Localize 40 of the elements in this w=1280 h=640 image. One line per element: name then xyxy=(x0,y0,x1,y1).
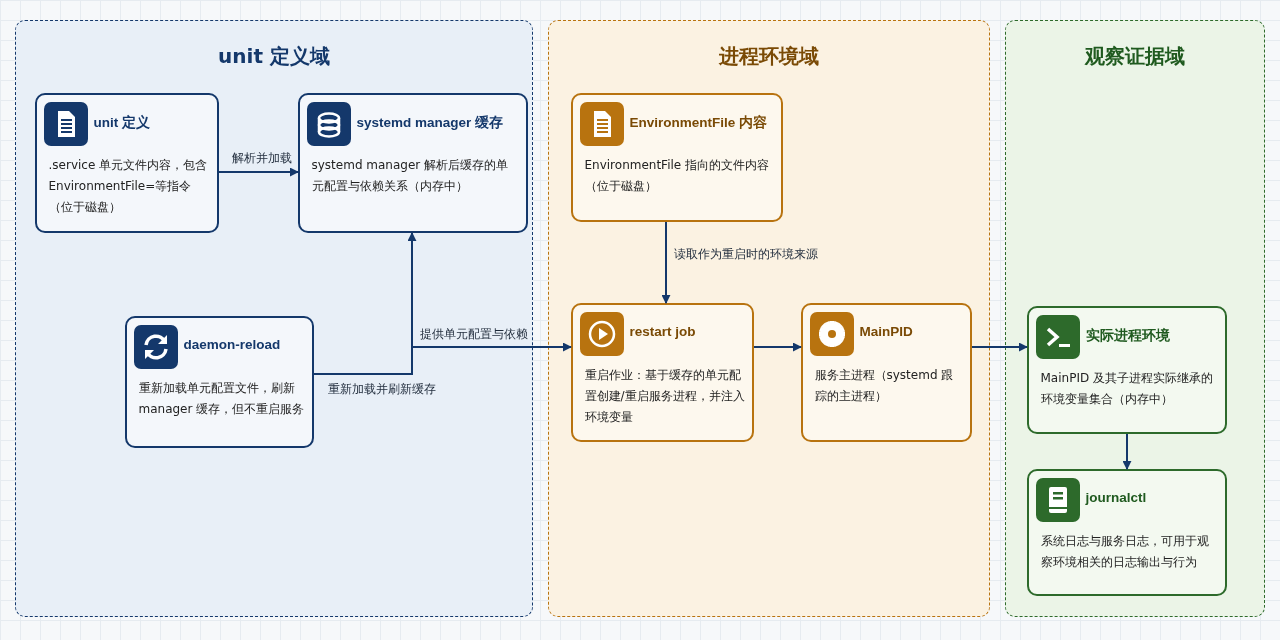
edge-label: 提供单元配置与依赖 xyxy=(418,326,530,343)
card-title: 实际进程环境 xyxy=(1085,326,1170,345)
card-title: EnvironmentFile 内容 xyxy=(629,113,768,132)
process-card xyxy=(570,302,754,442)
domain-title: unit 定义域 xyxy=(218,43,330,70)
card-description: 系统日志与服务日志，可用于观察环境相关的日志输出与行为 xyxy=(1040,532,1210,571)
process-card xyxy=(800,302,972,442)
card-title: unit 定义 xyxy=(93,113,150,132)
arrow xyxy=(218,167,299,177)
card-description: MainPID 及其子进程实际继承的环境变量集合（内存中） xyxy=(1040,369,1214,408)
card-title: MainPID xyxy=(859,323,913,339)
domain-panel xyxy=(548,20,990,617)
edge-label: 解析并加载 xyxy=(230,150,294,167)
card-description: .service 单元文件内容，包含 EnvironmentFile=等指令（位于磁盘） xyxy=(48,156,209,216)
domain-title: 观察证据域 xyxy=(1085,43,1185,70)
card-description: 重新加载单元配置文件，刷新 manager 缓存，但不重启服务 xyxy=(138,379,306,418)
card-title: daemon-reload xyxy=(183,336,281,352)
domain-title: 进程环境域 xyxy=(719,43,819,70)
process-card xyxy=(124,315,314,448)
process-card xyxy=(1026,305,1227,434)
process-card xyxy=(1026,468,1227,596)
card-title: journalctl xyxy=(1085,489,1147,505)
card-description: 服务主进程（systemd 跟踪的主进程） xyxy=(814,366,955,405)
edge-label: 读取作为重启时的环境来源 xyxy=(672,246,820,263)
arrow xyxy=(313,232,417,375)
process-card xyxy=(34,92,219,233)
domain-panel xyxy=(1005,20,1265,617)
domain-panel xyxy=(15,20,533,617)
arrow xyxy=(1122,433,1132,470)
card-description: 重启作业：基于缓存的单元配置创建/重启服务进程，并注入环境变量 xyxy=(584,366,746,426)
edge-label: 重新加载并刷新缓存 xyxy=(326,381,438,398)
arrow xyxy=(753,342,802,352)
card-description: systemd manager 解析后缓存的单元配置与依赖关系（内存中） xyxy=(311,156,510,195)
card-title: restart job xyxy=(629,323,696,339)
process-card xyxy=(570,92,783,222)
arrow xyxy=(661,221,671,304)
card-title: systemd manager 缓存 xyxy=(356,113,504,132)
process-card xyxy=(297,92,528,233)
arrow xyxy=(971,342,1028,352)
card-description: EnvironmentFile 指向的文件内容（位于磁盘） xyxy=(584,156,771,195)
